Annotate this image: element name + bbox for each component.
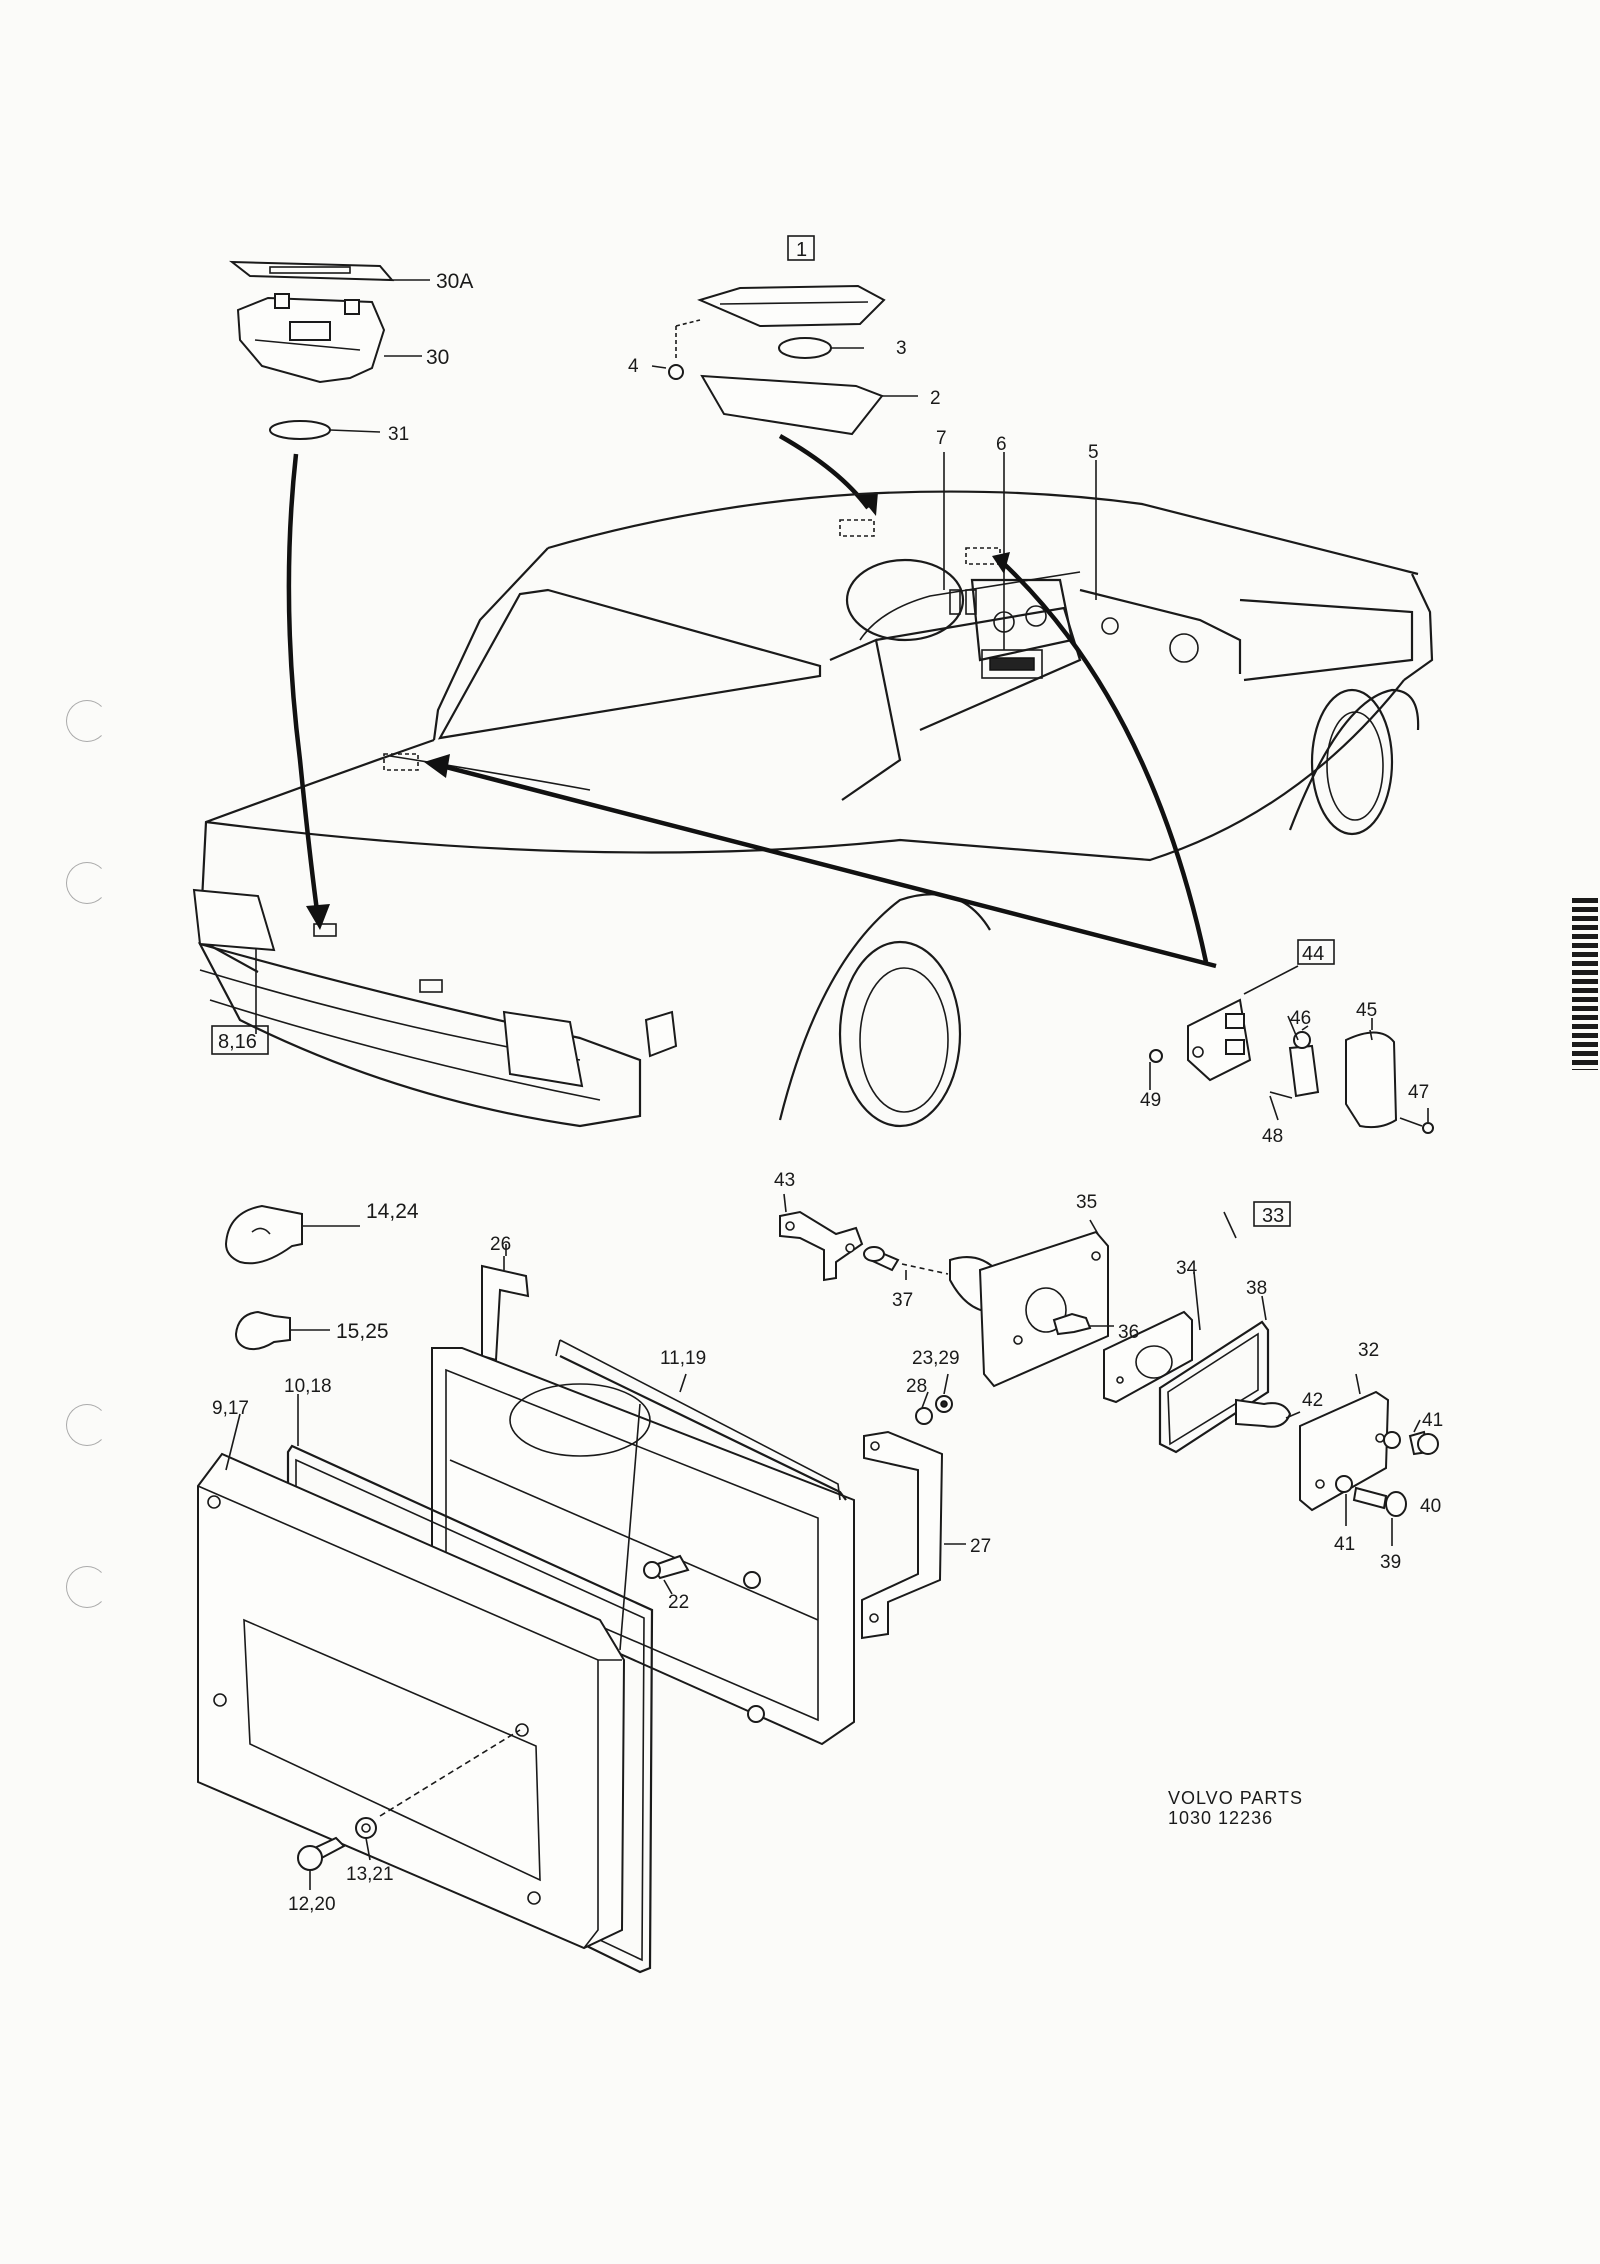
label-49: 49 [1140, 1090, 1161, 1111]
label-22: 22 [668, 1592, 689, 1613]
rear-lamp-right-shape [502, 1010, 584, 1088]
label-42: 42 [1302, 1390, 1323, 1411]
callout-labels: 30A 30 31 1 4 3 2 7 6 5 44 46 45 47 48 4… [211, 239, 1443, 1915]
leader-lines [225, 1015, 1373, 1471]
label-40: 40 [1420, 1496, 1441, 1517]
lens-9-17-shape [197, 1452, 626, 1950]
label-13-21: 13,21 [346, 1864, 394, 1885]
label-45: 45 [1356, 1000, 1377, 1021]
punch-hole-1 [66, 700, 108, 742]
label-38: 38 [1246, 1278, 1267, 1299]
label-47: 47 [1408, 1082, 1429, 1103]
switch-44-group [1149, 939, 1434, 1134]
label-48: 48 [1262, 1126, 1283, 1147]
label-2: 2 [930, 388, 941, 409]
box-44 [1297, 939, 1335, 965]
cover-45-shape [1345, 1031, 1398, 1129]
label-37: 37 [892, 1290, 913, 1311]
box-label-33: 33 [1262, 1205, 1284, 1227]
label-32: 32 [1358, 1340, 1379, 1361]
punch-hole-3 [66, 1404, 108, 1446]
reference-title: VOLVO PARTS [1168, 1788, 1304, 1808]
box-label-1: 1 [796, 239, 807, 261]
side-marker-33-group [779, 1193, 1439, 1546]
box-33 [1253, 1201, 1291, 1227]
box-label-44: 44 [1302, 943, 1324, 965]
label-9-17: 9,17 [212, 1398, 249, 1419]
label-7: 7 [936, 428, 947, 449]
label-31: 31 [388, 424, 409, 445]
label-41-upper: 41 [1422, 1410, 1443, 1431]
box-8-16 [211, 1025, 269, 1055]
label-6: 6 [996, 434, 1007, 455]
label-15-25: 15,25 [336, 1320, 389, 1343]
box-label-8-16: 8,16 [218, 1031, 257, 1053]
label-12-20: 12,20 [288, 1894, 336, 1915]
bulb-14-24-shape [224, 1204, 303, 1265]
label-4: 4 [628, 356, 639, 377]
bulb-15-25-shape [234, 1310, 291, 1351]
label-11-19: 11,19 [660, 1348, 706, 1369]
label-41-lower: 41 [1334, 1534, 1355, 1555]
headlamp-group [197, 1256, 966, 1974]
lamp-30-group [228, 260, 430, 440]
punch-hole-4 [66, 1566, 108, 1608]
box-1 [787, 235, 815, 261]
label-5: 5 [1088, 442, 1099, 463]
bulbs-group [224, 1204, 360, 1351]
label-35: 35 [1076, 1192, 1097, 1213]
lens-30a-shape [228, 260, 395, 282]
arrows [286, 453, 1217, 969]
label-30a: 30A [436, 270, 473, 293]
label-27: 27 [970, 1536, 991, 1557]
rear-lamp-left-shape [192, 888, 276, 952]
label-39: 39 [1380, 1552, 1401, 1573]
label-28: 28 [906, 1376, 927, 1397]
label-26: 26 [490, 1234, 511, 1255]
label-34: 34 [1176, 1258, 1198, 1279]
label-43: 43 [774, 1170, 795, 1191]
label-30: 30 [426, 346, 449, 369]
label-36: 36 [1118, 1322, 1139, 1343]
bulb-31-shape [269, 420, 331, 440]
label-14-24: 14,24 [366, 1200, 419, 1223]
car-illustration [192, 452, 1434, 1128]
label-10-18: 10,18 [284, 1376, 332, 1397]
index-tab-strip [1572, 898, 1598, 1070]
dome-lens-2-shape [700, 374, 884, 436]
dome-light-group [651, 235, 918, 516]
label-46: 46 [1290, 1008, 1311, 1029]
reference-code: 1030 12236 [1168, 1808, 1274, 1828]
reference-block: VOLVO PARTS 1030 12236 [1168, 1788, 1303, 1828]
punch-hole-2 [66, 862, 108, 904]
label-23-29: 23,29 [912, 1348, 960, 1369]
label-3: 3 [896, 338, 907, 359]
